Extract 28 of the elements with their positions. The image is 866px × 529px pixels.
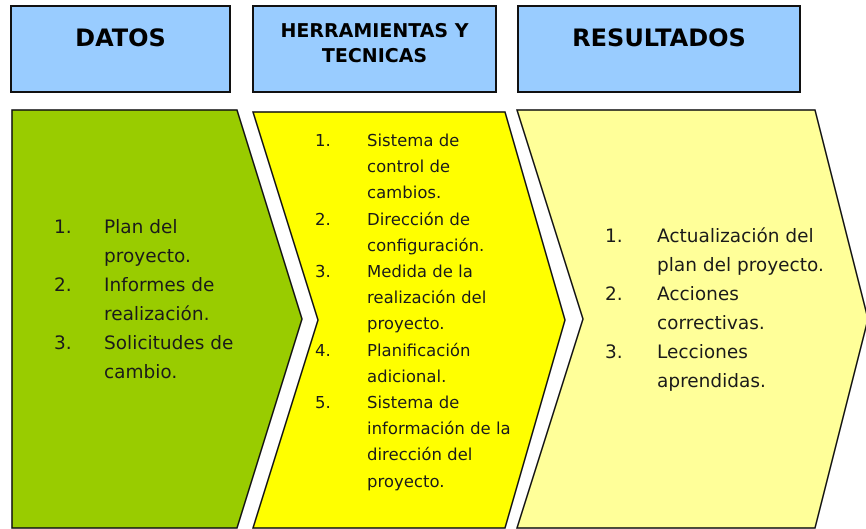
list-number: 3. [605,341,624,365]
list-item: Dirección de configuración. [367,208,486,257]
list-number: 2. [54,274,73,298]
list-number: 4. [315,340,332,362]
list-item: Medida de la realización del proyecto. [367,261,488,336]
list-number: 3. [54,332,73,356]
header-box [252,5,497,93]
list-item: Solicitudes de cambio. [104,332,234,385]
header-title: DATOS [75,23,166,54]
list-number: 1. [315,130,332,152]
list-item: Plan del proyecto. [104,216,192,269]
list-number: 1. [605,225,624,249]
list-item: Informes de realización. [104,274,216,327]
header-title: RESULTADOS [572,23,746,54]
list-number: 2. [605,283,624,307]
list-item: Sistema de información de la dirección del proyecto. [367,392,512,493]
header-title: HERRAMIENTAS Y TECNICAS [280,19,470,68]
list-number: 3. [315,261,332,284]
list-number: 2. [315,208,332,231]
list-item: Acciones correctivas. [657,283,766,336]
list-number: 5. [315,392,332,414]
list-item: Actualización del plan del proyecto. [657,225,825,278]
list-item: Lecciones aprendidas. [657,341,767,394]
list-number: 1. [54,216,73,240]
header-box [10,5,231,93]
list-item: Sistema de control de cambios. [367,130,460,204]
header-box [517,5,801,93]
list-item: Planificación adicional. [367,340,472,388]
